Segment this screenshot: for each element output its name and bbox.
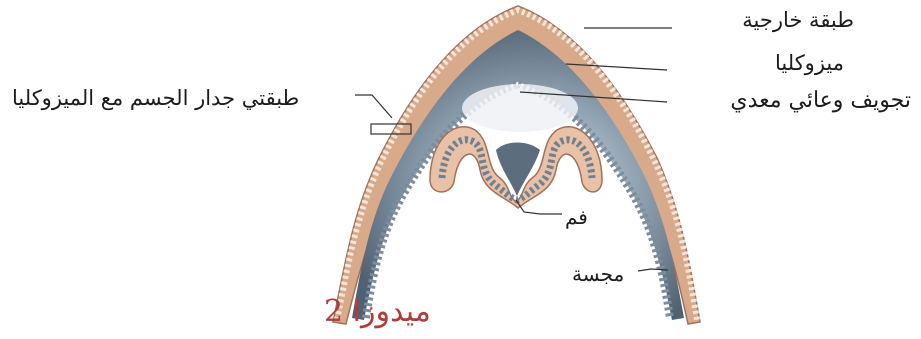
gastrovascular-cavity (462, 84, 578, 132)
label-body-wall-layers: طبقتي جدار الجسم مع الميزوكليا (12, 86, 299, 110)
label-mouth: فم (565, 205, 588, 229)
label-outer-layer: طبقة خارجية (742, 8, 854, 32)
label-tentacle: مجسة (572, 262, 624, 286)
leader-body-walls (355, 95, 392, 118)
title-number: 2 (324, 294, 343, 329)
label-mesoglea: ميزوكليا (775, 51, 844, 75)
diagram-title: 2 ميدوزا (324, 294, 431, 329)
title-word: ميدوزا (353, 294, 431, 329)
label-gastrovascular-cavity: تجويف وعائي معدي (730, 88, 911, 113)
